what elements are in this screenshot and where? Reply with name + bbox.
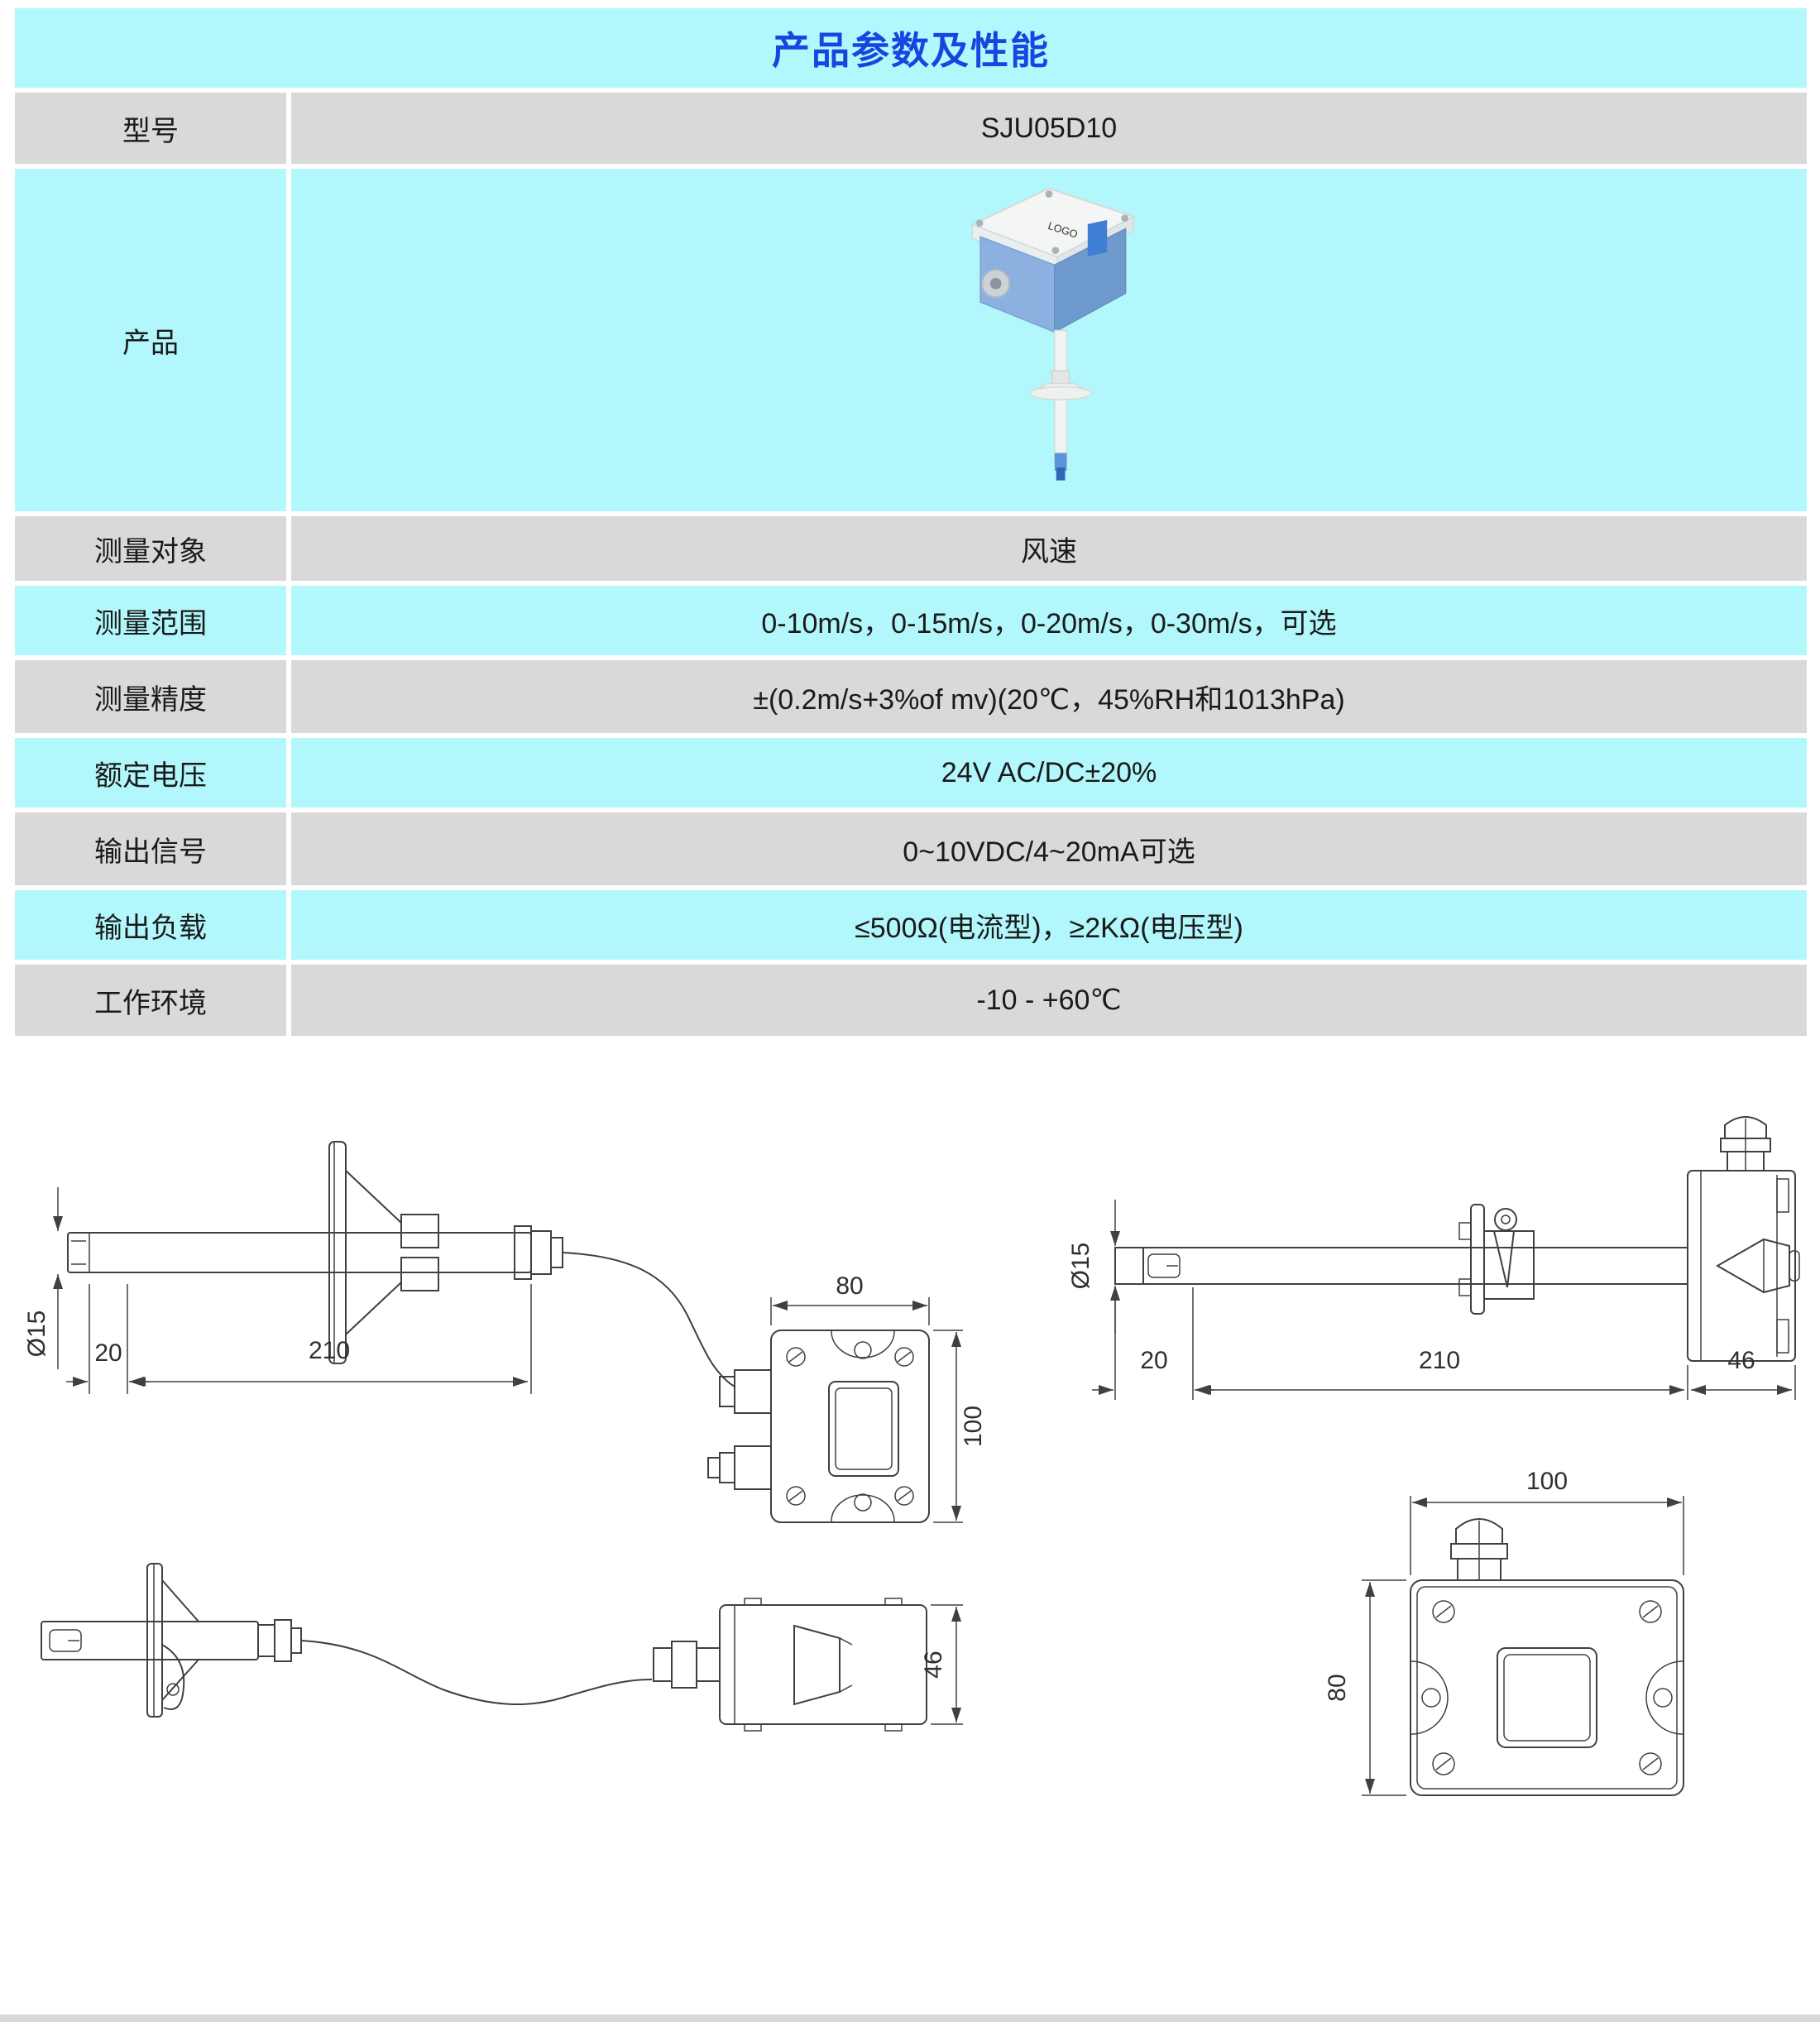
row-label: 测量范围 bbox=[15, 586, 286, 655]
row-value: -10 - +60℃ bbox=[291, 965, 1807, 1036]
table-row-model: 型号 SJU05D10 bbox=[15, 93, 1807, 164]
drawing-probe-top-view: 46 bbox=[41, 1563, 963, 1732]
table-row-measuring-range: 测量范围 0-10m/s，0-15m/s，0-20m/s，0-30m/s，可选 bbox=[15, 586, 1807, 655]
dim-probe-diameter: Ø15 bbox=[25, 1310, 50, 1358]
dim-probe-tip-length: 20 bbox=[94, 1339, 122, 1367]
row-value: 风速 bbox=[291, 516, 1807, 581]
dim-box-width: 80 bbox=[836, 1272, 863, 1300]
dim-probe-length: 210 bbox=[309, 1337, 350, 1364]
row-label: 输出负载 bbox=[15, 890, 286, 960]
page-title: 产品参数及性能 bbox=[772, 29, 1050, 72]
row-label: 工作环境 bbox=[15, 965, 286, 1036]
table-row-working-environment: 工作环境 -10 - +60℃ bbox=[15, 965, 1807, 1036]
table-row-output-signal: 输出信号 0~10VDC/4~20mA可选 bbox=[15, 812, 1807, 885]
drawing-housing-front-view: 100 80 bbox=[1324, 1468, 1684, 1796]
row-value-product: LOGO bbox=[291, 169, 1807, 511]
row-label: 测量精度 bbox=[15, 660, 286, 733]
dim-housing-height: 80 bbox=[1324, 1674, 1351, 1701]
table-row-output-load: 输出负载 ≤500Ω(电流型)，≥2KΩ(电压型) bbox=[15, 890, 1807, 960]
row-label: 产品 bbox=[15, 169, 286, 511]
dim-box-depth: 46 bbox=[1727, 1347, 1755, 1374]
spec-table: 产品参数及性能 型号 SJU05D10 产品 LOGO bbox=[15, 8, 1807, 1041]
row-label: 额定电压 bbox=[15, 738, 286, 807]
row-label: 测量对象 bbox=[15, 516, 286, 581]
table-row-accuracy: 测量精度 ±(0.2m/s+3%of mv)(20℃，45%RH和1013hPa… bbox=[15, 660, 1807, 733]
row-value: 0~10VDC/4~20mA可选 bbox=[291, 812, 1807, 885]
dim-probe-diameter: Ø15 bbox=[1067, 1243, 1094, 1290]
table-row-product: 产品 LOGO bbox=[15, 169, 1807, 511]
dim-probe-tip-length: 20 bbox=[1140, 1347, 1167, 1374]
dim-box-depth: 46 bbox=[920, 1651, 947, 1678]
product-photo: LOGO bbox=[970, 187, 1136, 481]
row-label: 输出信号 bbox=[15, 812, 286, 885]
page-bottom-divider bbox=[0, 2015, 1820, 2022]
row-value: ±(0.2m/s+3%of mv)(20℃，45%RH和1013hPa) bbox=[291, 660, 1807, 733]
dim-housing-width: 100 bbox=[1526, 1468, 1568, 1495]
table-row-measured-object: 测量对象 风速 bbox=[15, 516, 1807, 581]
row-value: ≤500Ω(电流型)，≥2KΩ(电压型) bbox=[291, 890, 1807, 960]
dim-probe-length: 210 bbox=[1419, 1347, 1460, 1374]
row-value: 0-10m/s，0-15m/s，0-20m/s，0-30m/s，可选 bbox=[291, 586, 1807, 655]
row-label: 型号 bbox=[15, 93, 286, 164]
table-title-row: 产品参数及性能 bbox=[15, 8, 1807, 88]
dim-box-height: 100 bbox=[960, 1406, 987, 1447]
table-row-rated-voltage: 额定电压 24V AC/DC±20% bbox=[15, 738, 1807, 807]
row-value: SJU05D10 bbox=[291, 93, 1807, 164]
drawing-sensor-side-view: Ø15 20 210 46 bbox=[1067, 1116, 1800, 1400]
drawing-probe-front-view: Ø15 20 210 80 100 bbox=[25, 1141, 987, 1523]
row-value: 24V AC/DC±20% bbox=[291, 738, 1807, 807]
